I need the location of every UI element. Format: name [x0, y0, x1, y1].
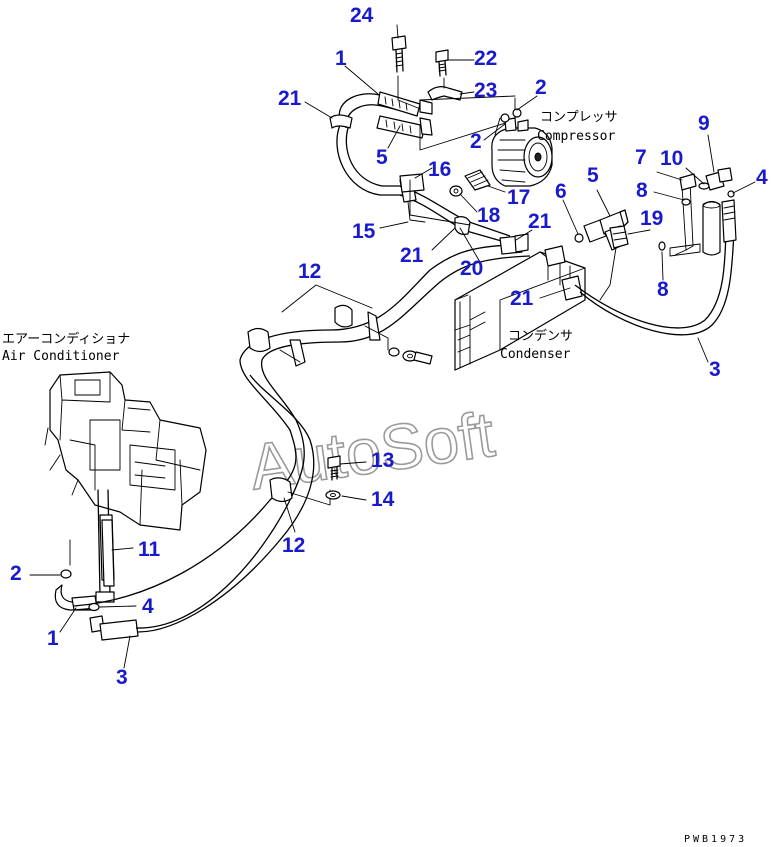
label-24: 24 — [350, 4, 374, 27]
receiver-drier-7 — [669, 173, 721, 257]
label-21-top: 21 — [278, 87, 302, 110]
label-3-right: 3 — [709, 358, 721, 381]
caption-condenser-en: Condenser — [500, 347, 571, 362]
label-18: 18 — [477, 204, 501, 227]
washer-14 — [325, 490, 341, 500]
label-17: 17 — [507, 186, 530, 209]
label-4-left: 4 — [142, 595, 154, 618]
hose-3-left — [89, 615, 139, 641]
label-6: 6 — [555, 180, 567, 203]
label-21-a: 21 — [400, 244, 424, 267]
label-10: 10 — [660, 147, 683, 170]
label-8-a: 8 — [636, 179, 648, 202]
bolt-22 — [435, 49, 449, 77]
long-hoses — [73, 244, 531, 633]
label-21-b: 21 — [528, 210, 552, 233]
o-ring-6 — [574, 233, 584, 243]
part-labels: 24 22 23 1 2 21 2 5 16 17 18 15 21 21 20… — [10, 4, 768, 689]
label-5-left: 5 — [376, 146, 388, 169]
label-1-left: 1 — [47, 627, 59, 650]
label-16: 16 — [428, 158, 451, 181]
air-conditioner-unit — [44, 371, 207, 603]
label-20: 20 — [460, 257, 483, 280]
o-ring-2-left — [60, 569, 72, 579]
compressor — [491, 108, 553, 187]
caption-condenser-jp: コンデンサ — [508, 328, 573, 344]
fitting-9 — [705, 167, 733, 191]
label-19: 19 — [640, 207, 663, 230]
bracket-16 — [399, 173, 471, 226]
label-2-left: 2 — [10, 562, 22, 585]
o-ring-8 — [658, 198, 691, 251]
component-captions: コンプレッサ Compressor コンデンサ Condenser エアーコンデ… — [2, 110, 618, 364]
hose-11 — [101, 519, 115, 587]
label-14: 14 — [371, 488, 395, 511]
label-7: 7 — [635, 146, 647, 169]
caption-aircon-en: Air Conditioner — [2, 349, 120, 364]
hose-5-top — [376, 99, 433, 139]
label-21-c: 21 — [510, 287, 534, 310]
condenser — [454, 245, 586, 371]
label-2-top: 2 — [535, 76, 547, 99]
hose-3-right — [574, 229, 735, 336]
caption-compressor-en: Compressor — [537, 129, 615, 144]
o-ring-10 — [698, 182, 710, 190]
o-ring-4-left — [88, 602, 100, 612]
leader-lines — [29, 24, 756, 669]
label-23: 23 — [474, 79, 497, 102]
label-12-top: 12 — [298, 260, 321, 283]
label-1-top: 1 — [335, 47, 347, 70]
drawing-code: PWB1973 — [684, 834, 747, 845]
label-2-mid: 2 — [470, 130, 482, 153]
hose-5-right — [583, 209, 629, 301]
label-9: 9 — [698, 112, 710, 135]
label-15: 15 — [352, 220, 376, 243]
label-13: 13 — [371, 449, 394, 472]
hose-fitting-4-right — [721, 190, 737, 243]
label-8-b: 8 — [657, 278, 669, 301]
hose-1-top — [329, 91, 421, 196]
label-12-bottom: 12 — [282, 534, 305, 557]
caption-compressor-jp: コンプレッサ — [540, 110, 618, 125]
label-4-right: 4 — [756, 166, 768, 189]
washer-18 — [449, 185, 463, 197]
bolt-13 — [327, 455, 341, 481]
caption-aircon-jp: エアーコンディショナ — [2, 331, 130, 347]
bolt-24 — [391, 35, 407, 73]
fitting-19 — [609, 225, 629, 249]
label-5-right: 5 — [587, 164, 599, 187]
label-22: 22 — [474, 47, 497, 70]
label-11: 11 — [138, 538, 161, 561]
clamp-assembly-12-upper — [247, 304, 433, 367]
bolt-17 — [464, 169, 491, 191]
label-3-left: 3 — [116, 666, 128, 689]
